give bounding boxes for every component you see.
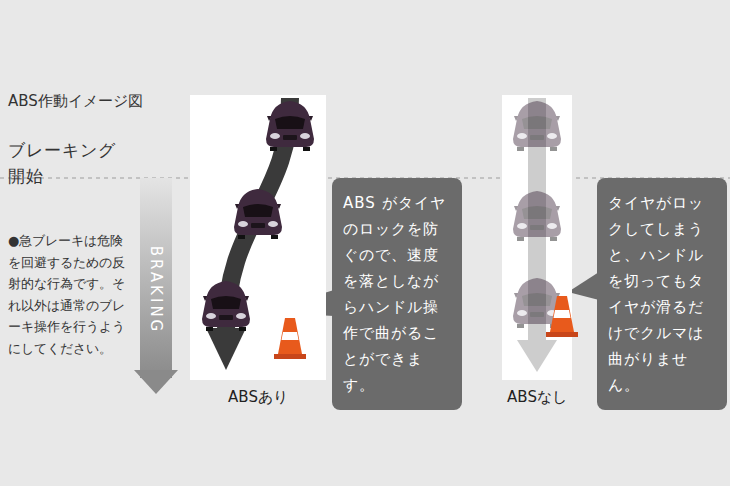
panel-caption: ABSあり [190, 388, 326, 407]
callout-text: ABS がタイヤのロックを防ぐので、速度を落としながらハンドル操作で曲がることが… [343, 190, 451, 398]
start-label: ブレーキング 開始 [8, 137, 120, 189]
diagram-title: ABS作動イメージ図 [8, 92, 143, 111]
callout-box: ABS がタイヤのロックを防ぐので、速度を落としながらハンドル操作で曲がることが… [332, 178, 462, 410]
callout-text: タイヤがロックしてしまうと、ハンドルを切ってもタイヤが滑るだけでクルマは曲がりま… [608, 190, 716, 398]
callout-tail [568, 272, 599, 300]
panel-caption: ABSなし [502, 388, 572, 407]
braking-text: BRAKING [147, 246, 165, 334]
abs-panel: ABSあり [190, 95, 326, 380]
braking-arrow [134, 178, 178, 394]
no-abs-panel: ABSなし [502, 95, 572, 380]
note-text: ●急ブレーキは危険を回避するための反射的な行為です。それ以外は通常のブレーキ操作… [8, 230, 132, 359]
callout-box: タイヤがロックしてしまうと、ハンドルを切ってもタイヤが滑るだけでクルマは曲がりま… [597, 178, 727, 410]
